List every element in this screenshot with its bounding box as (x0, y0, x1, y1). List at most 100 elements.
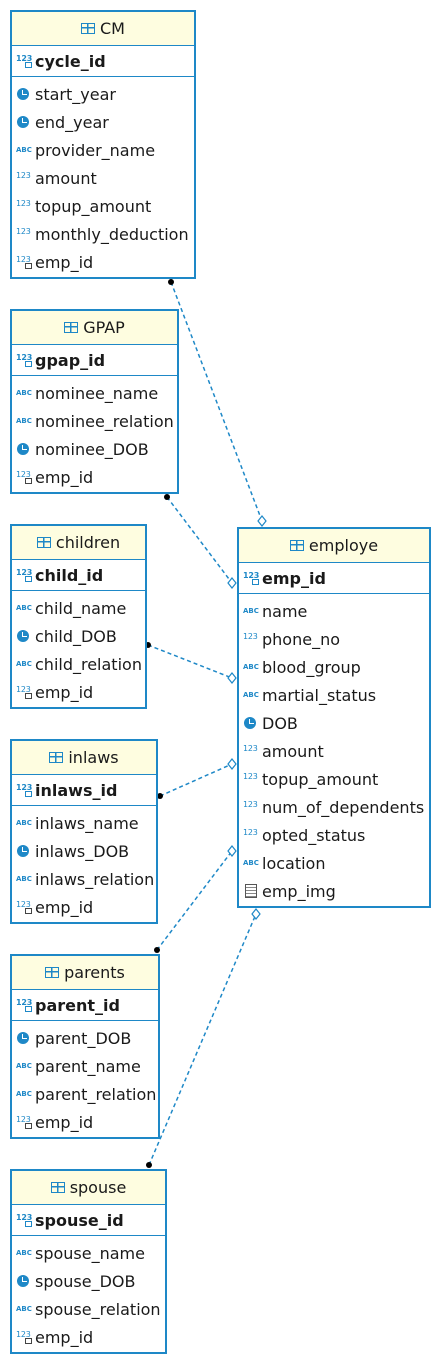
text-icon: ABC (16, 1305, 32, 1313)
column-row[interactable]: DOB (239, 709, 429, 737)
column-name: name (262, 601, 308, 621)
numeric-fk-icon: 123 (16, 685, 33, 699)
column-row[interactable]: spouse_DOB (12, 1267, 165, 1295)
column-name: parent_name (35, 1056, 141, 1076)
entity-header[interactable]: CM (12, 12, 194, 46)
column-row[interactable]: inlaws_DOB (12, 837, 156, 865)
column-name: inlaws_id (35, 780, 118, 800)
entity-title: spouse (69, 1178, 127, 1197)
column-row[interactable]: child_DOB (12, 622, 145, 650)
column-name: opted_status (262, 825, 366, 845)
entity-header[interactable]: employe (239, 529, 429, 563)
link-cm-diamond (257, 515, 267, 527)
text-icon: ABC (16, 389, 32, 397)
entity-header[interactable]: inlaws (12, 741, 156, 775)
column-name: emp_id (35, 252, 94, 272)
column-name: num_of_dependents (262, 797, 425, 817)
link-spouse-employe (148, 913, 257, 1166)
column-name: topup_amount (262, 769, 379, 789)
table-icon (45, 967, 60, 978)
table-icon (50, 1182, 65, 1193)
column-name: end_year (35, 112, 109, 132)
column-row[interactable]: parent_DOB (12, 1024, 158, 1052)
column-name: child_DOB (35, 626, 117, 646)
column-name: amount (262, 741, 324, 761)
text-icon: ABC (243, 607, 259, 615)
column-name: inlaws_DOB (35, 841, 130, 861)
column-name: parent_relation (35, 1084, 157, 1104)
column-name: phone_no (262, 629, 340, 649)
numeric-icon: 123 (16, 227, 31, 236)
clock-icon (16, 1031, 33, 1045)
column-row[interactable]: end_year (12, 108, 194, 136)
numeric-icon: 123 (243, 828, 258, 837)
link-parents-dot (154, 947, 160, 953)
numeric-fk-icon: 123 (16, 255, 33, 269)
clock-icon (16, 629, 33, 643)
entity-header[interactable]: parents (12, 956, 158, 990)
column-row[interactable]: start_year (12, 80, 194, 108)
column-name: child_id (35, 565, 104, 585)
column-row[interactable]: nominee_DOB (12, 435, 177, 463)
entity-header[interactable]: spouse (12, 1171, 165, 1205)
numeric-icon: 123 (16, 171, 31, 180)
numeric-fk-icon: 123 (16, 1330, 33, 1344)
entity-header[interactable]: children (12, 526, 145, 560)
entity-header[interactable]: GPAP (12, 311, 177, 345)
text-icon: ABC (243, 691, 259, 699)
column-row[interactable]: emp_img (239, 877, 429, 905)
column-name: emp_id (35, 682, 94, 702)
numeric-fk-icon: 123 (16, 900, 33, 914)
link-inlaws-diamond (227, 758, 237, 770)
text-icon: ABC (16, 1249, 32, 1257)
numeric-key-icon: 123 (16, 353, 33, 367)
image-icon (245, 884, 257, 898)
column-row[interactable]: 123 opted_status (239, 821, 429, 849)
